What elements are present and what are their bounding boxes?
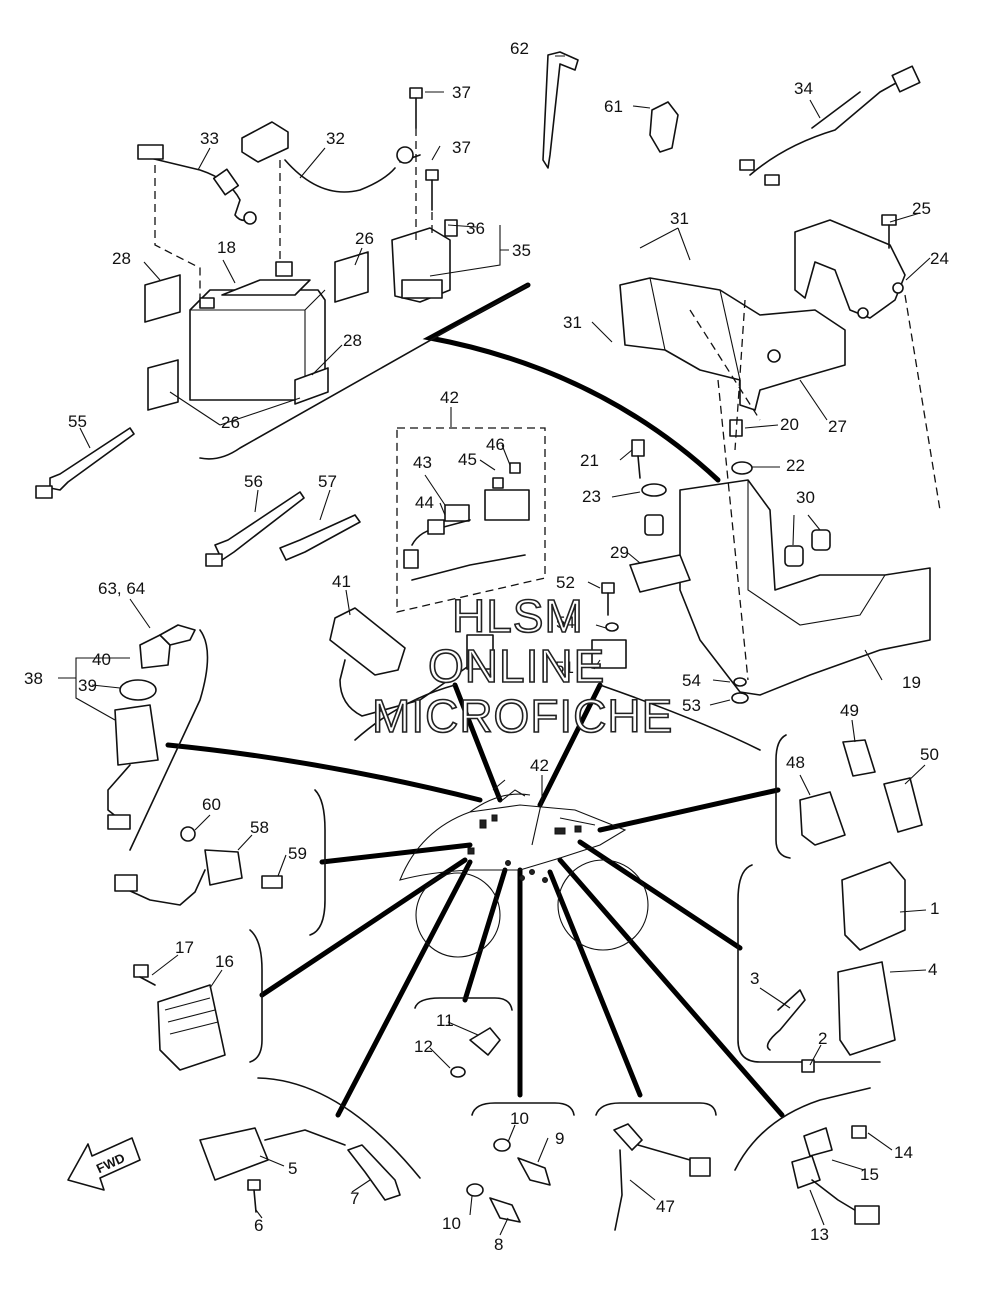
watermark-line-1: HLSM bbox=[452, 590, 584, 642]
cable-ties-top bbox=[542, 51, 921, 186]
callout-18: 18 bbox=[217, 238, 236, 257]
group-connector-lines bbox=[129, 282, 881, 1179]
callout-44: 44 bbox=[415, 493, 434, 512]
callout-25: 25 bbox=[912, 199, 931, 218]
callout-32: 32 bbox=[326, 129, 345, 148]
ground-wire-assembly bbox=[114, 826, 283, 906]
callout-60: 60 bbox=[202, 795, 221, 814]
fwd-arrow-icon: FWD bbox=[67, 1137, 141, 1191]
callout-labels: 62 61 34 37 37 36 35 33 32 18 28 26 28 2… bbox=[24, 39, 949, 1254]
callout-24: 24 bbox=[930, 249, 949, 268]
cable-ties-left bbox=[35, 427, 361, 567]
callout-8: 8 bbox=[494, 1235, 503, 1254]
sidestand-switch bbox=[791, 1125, 880, 1225]
callout-56: 56 bbox=[244, 472, 263, 491]
callout-59: 59 bbox=[288, 844, 307, 863]
sensors bbox=[450, 1027, 711, 1231]
callout-13: 13 bbox=[810, 1225, 829, 1244]
callout-45: 45 bbox=[458, 450, 477, 469]
watermark: HLSM ONLINE MICROFICHE bbox=[371, 589, 673, 743]
motorcycle-outline bbox=[399, 779, 649, 958]
callout-55: 55 bbox=[68, 412, 87, 431]
callout-4: 4 bbox=[928, 960, 937, 979]
callout-17: 17 bbox=[175, 938, 194, 957]
callout-21: 21 bbox=[580, 451, 599, 470]
callout-3: 3 bbox=[750, 969, 759, 988]
main-switch-assembly bbox=[107, 624, 196, 830]
callout-14: 14 bbox=[894, 1143, 913, 1162]
callout-50: 50 bbox=[920, 745, 939, 764]
ignition-coil bbox=[199, 1127, 401, 1213]
callout-6: 6 bbox=[254, 1216, 263, 1235]
callout-10: 10 bbox=[442, 1214, 461, 1233]
callout-37: 37 bbox=[452, 138, 471, 157]
callout-2: 2 bbox=[818, 1029, 827, 1048]
callout-42: 42 bbox=[530, 756, 549, 775]
starter-relay-assembly bbox=[391, 87, 458, 303]
callout-53: 53 bbox=[682, 696, 701, 715]
callout-41: 41 bbox=[332, 572, 351, 591]
callout-28-top: 28 bbox=[112, 249, 131, 268]
callout-63-64: 63, 64 bbox=[98, 579, 145, 598]
leader-lines bbox=[58, 55, 931, 1236]
callout-27: 27 bbox=[828, 417, 847, 436]
rectifier-regulator bbox=[133, 964, 226, 1071]
callout-54-upper: 54 bbox=[556, 613, 575, 632]
callout-57: 57 bbox=[318, 472, 337, 491]
callout-31: 31 bbox=[563, 313, 582, 332]
callout-12: 12 bbox=[414, 1037, 433, 1056]
callout-61: 61 bbox=[604, 97, 623, 116]
callout-33: 33 bbox=[200, 129, 219, 148]
callout-36: 36 bbox=[466, 219, 485, 238]
callout-7: 7 bbox=[350, 1189, 359, 1208]
callout-48: 48 bbox=[786, 753, 805, 772]
callout-51: 51 bbox=[555, 658, 574, 677]
callout-23: 23 bbox=[582, 487, 601, 506]
callout-19: 19 bbox=[902, 673, 921, 692]
callout-43: 43 bbox=[413, 453, 432, 472]
callout-54: 54 bbox=[682, 671, 701, 690]
callout-28: 28 bbox=[343, 331, 362, 350]
callout-46: 46 bbox=[486, 435, 505, 454]
callout-40: 40 bbox=[92, 650, 111, 669]
callout-16: 16 bbox=[215, 952, 234, 971]
callout-35: 35 bbox=[512, 241, 531, 260]
callout-58: 58 bbox=[250, 818, 269, 837]
callout-11: 11 bbox=[436, 1011, 454, 1030]
callout-29: 29 bbox=[610, 543, 629, 562]
callout-38: 38 bbox=[24, 669, 43, 688]
callout-31-top: 31 bbox=[670, 209, 689, 228]
callout-37-top: 37 bbox=[452, 83, 471, 102]
callout-49: 49 bbox=[840, 701, 859, 720]
callout-30: 30 bbox=[796, 488, 815, 507]
callout-62: 62 bbox=[510, 39, 529, 58]
callout-26: 26 bbox=[221, 413, 240, 432]
callout-10-top: 10 bbox=[510, 1109, 529, 1128]
fuse-box-assembly bbox=[396, 427, 546, 613]
battery-box-assembly bbox=[591, 214, 941, 704]
callout-5: 5 bbox=[288, 1159, 297, 1178]
callout-1: 1 bbox=[930, 899, 939, 918]
callout-42-top: 42 bbox=[440, 388, 459, 407]
headlight-relay bbox=[329, 607, 494, 717]
callout-47: 47 bbox=[656, 1197, 675, 1216]
callout-52: 52 bbox=[556, 573, 575, 592]
watermark-line-3: MICROFICHE bbox=[372, 690, 673, 742]
callout-39: 39 bbox=[78, 676, 97, 695]
callout-15: 15 bbox=[860, 1165, 879, 1184]
callout-9: 9 bbox=[555, 1129, 564, 1148]
callout-22: 22 bbox=[786, 456, 805, 475]
callout-20: 20 bbox=[780, 415, 799, 434]
callout-26-top: 26 bbox=[355, 229, 374, 248]
ecu-assembly bbox=[766, 861, 906, 1073]
relays bbox=[799, 739, 923, 846]
callout-34: 34 bbox=[794, 79, 813, 98]
watermark-line-2: ONLINE bbox=[428, 640, 605, 692]
battery-assembly bbox=[137, 121, 421, 411]
